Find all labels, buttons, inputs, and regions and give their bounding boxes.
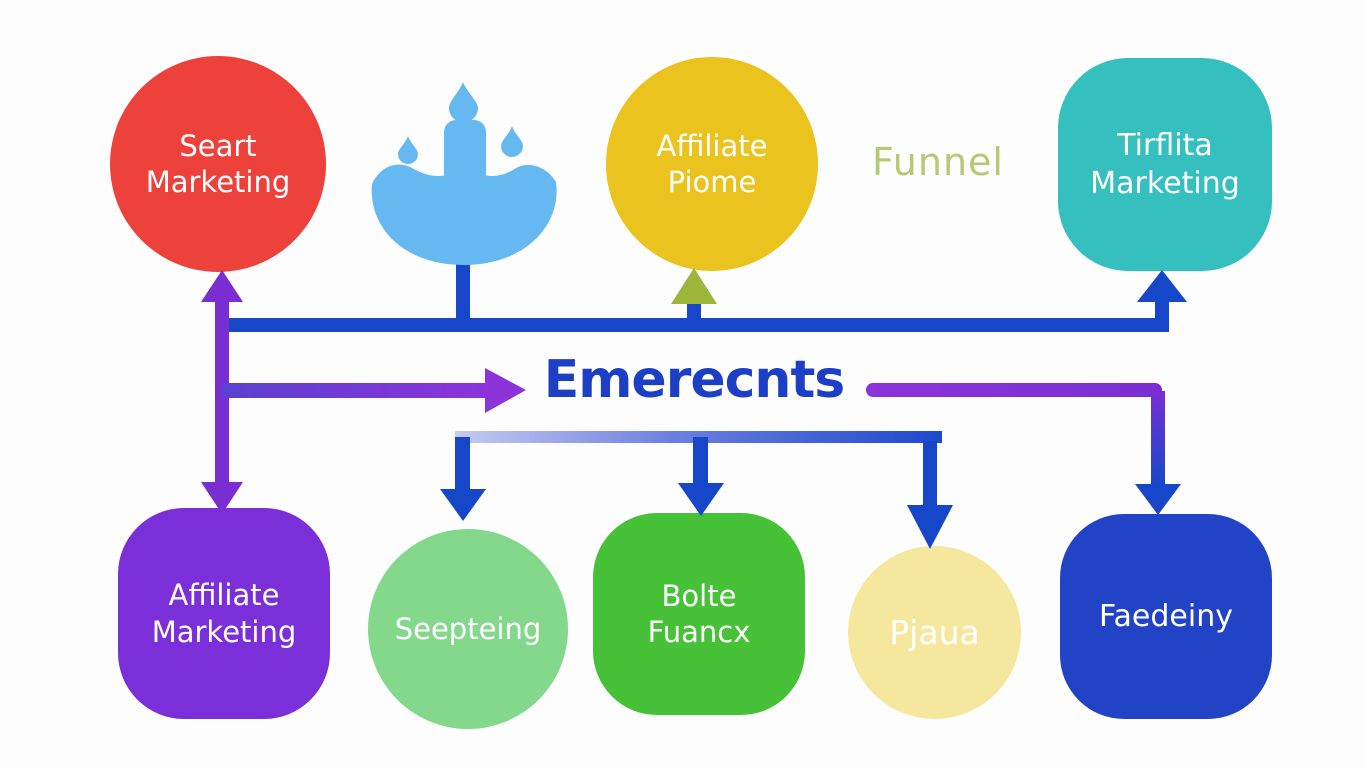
node-label: Bolte Fuancx [647,578,751,649]
icon-stem [456,258,470,320]
node-affiliate-piome: Affiliate Piome [606,57,818,271]
node-seepteing: Seepteing [368,529,568,729]
emerecnts-title: Emerecnts [543,350,846,410]
node-label: Pjaua [889,612,980,652]
emerecnts-left-arrow [222,368,526,413]
purple-double-arrow [201,270,243,514]
node-faedeiny: Faedeiny [1060,514,1272,719]
node-label: Affiliate Piome [656,128,768,199]
node-pjaua: Pjaua [848,546,1021,719]
node-label: Faedeiny [1099,598,1233,634]
distribution-line [455,431,942,443]
arrow-to-bolte-fuancx [678,437,724,516]
node-label: Seepteing [394,611,542,646]
emerecnts-right-connector [866,383,1181,515]
node-tirflita-marketing: Tirflita Marketing [1058,58,1272,271]
funnel-label: Funnel [872,140,1004,184]
node-bolte-fuancx: Bolte Fuancx [593,513,805,715]
water-funnel-icon [371,82,557,265]
node-label: Seart Marketing [145,128,291,199]
node-label: Affiliate Marketing [151,578,297,649]
node-seart-marketing: Seart Marketing [110,56,326,272]
arrow-to-pjaua [907,441,953,549]
node-affiliate-marketing: Affiliate Marketing [118,508,330,719]
arrow-to-seepteing [440,437,486,521]
node-label: Tirflita Marketing [1090,128,1240,201]
main-connector-bar [222,270,1187,332]
piome-stem-arrow [671,268,717,320]
